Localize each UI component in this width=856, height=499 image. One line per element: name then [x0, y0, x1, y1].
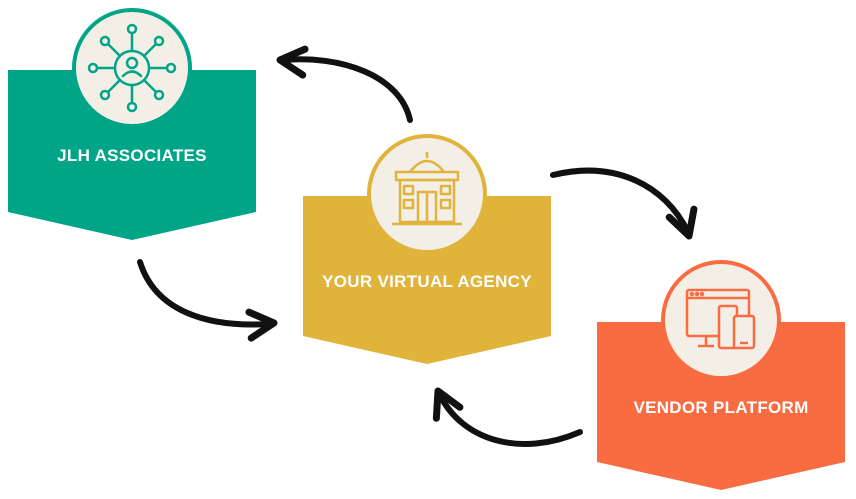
arrow-jlh-to-agency [137, 259, 278, 342]
jlh-banner [8, 70, 256, 240]
agency-banner [303, 196, 551, 364]
arrow-agency-to-jlh [276, 45, 413, 123]
jlh-associates-label: JLH ASSOCIATES [57, 146, 207, 165]
virtual-agency-label: YOUR VIRTUAL AGENCY [322, 272, 532, 291]
vendor-banner [597, 322, 845, 490]
devices-icon [661, 260, 781, 380]
network-person-icon [72, 8, 192, 128]
vendor-platform-label: VENDOR PLATFORM [633, 398, 809, 417]
arrow-agency-to-vendor [550, 167, 698, 240]
agency-building-icon [367, 134, 487, 254]
arrow-vendor-to-agency [432, 387, 583, 447]
